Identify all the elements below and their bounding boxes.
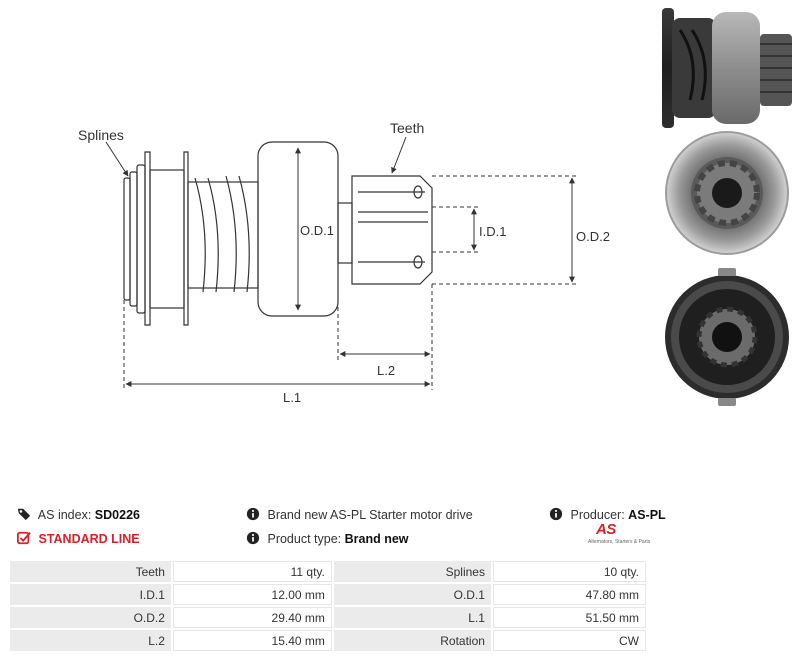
producer-value: AS-PL [628, 508, 666, 522]
standard-line-label: STANDARD LINE [38, 532, 140, 546]
spec-value: 12.00 mm [172, 584, 332, 605]
brand-logo: AS Alternators, Starters & Parts [588, 521, 652, 551]
spec-key: L.1 [333, 607, 491, 628]
spec-key: L.2 [10, 630, 171, 651]
as-index: AS index: SD0226 [17, 507, 140, 522]
splines-label: Splines [78, 127, 124, 143]
spec-value: 15.40 mm [172, 630, 332, 651]
spec-value: 29.40 mm [172, 607, 332, 628]
product-type-row: Product type: Brand new [246, 531, 409, 546]
product-type-value: Brand new [344, 532, 409, 546]
standard-line: STANDARD LINE [17, 531, 140, 546]
technical-drawing: Splines Teeth O.D.1 I.D.1 O.D.2 L.2 L.1 [78, 8, 792, 406]
id1-label: I.D.1 [479, 224, 506, 239]
spec-key: O.D.1 [333, 584, 491, 605]
spec-key: I.D.1 [10, 584, 171, 605]
brand-logo-text: AS [596, 521, 616, 538]
table-row: L.2 15.40 mm Rotation CW [10, 630, 646, 651]
info-icon [246, 531, 260, 545]
producer-row: Producer: AS-PL [549, 507, 666, 522]
spec-value: CW [492, 630, 646, 651]
product-photo-side [662, 8, 792, 128]
spec-value: 10 qty. [492, 561, 646, 582]
od2-label: O.D.2 [576, 229, 610, 244]
as-index-value: SD0226 [94, 508, 140, 522]
table-row: I.D.1 12.00 mm O.D.1 47.80 mm [10, 584, 646, 605]
spec-key: Teeth [10, 561, 171, 582]
info-icon [246, 507, 260, 521]
brand-tagline: Alternators, Starters & Parts [588, 539, 651, 545]
spec-key: Splines [333, 561, 491, 582]
description-text: Brand new AS-PL Starter motor drive [267, 508, 473, 522]
producer-label: Producer: [570, 508, 625, 522]
od1-label: O.D.1 [300, 223, 334, 238]
l1-label: L.1 [283, 390, 301, 405]
tag-icon [17, 508, 31, 521]
spec-value: 51.50 mm [492, 607, 646, 628]
as-index-label: AS index: [37, 508, 92, 522]
product-photo-front [665, 131, 789, 255]
spec-key: Rotation [333, 630, 491, 651]
table-row: Teeth 11 qty. Splines 10 qty. [10, 561, 646, 582]
dimension-lines [105, 136, 578, 390]
teeth-label: Teeth [390, 120, 424, 136]
spec-key: O.D.2 [10, 607, 171, 628]
info-icon [549, 507, 563, 521]
drive-outline [123, 141, 433, 326]
spec-table: Teeth 11 qty. Splines 10 qty. I.D.1 12.0… [8, 559, 648, 653]
product-photo-rear [665, 268, 789, 406]
product-type-label: Product type: [267, 532, 342, 546]
l2-label: L.2 [377, 363, 395, 378]
table-row: O.D.2 29.40 mm L.1 51.50 mm [10, 607, 646, 628]
description-row: Brand new AS-PL Starter motor drive [246, 507, 473, 522]
checkbox-checked-icon [17, 531, 31, 545]
spec-value: 11 qty. [172, 561, 332, 582]
spec-value: 47.80 mm [492, 584, 646, 605]
